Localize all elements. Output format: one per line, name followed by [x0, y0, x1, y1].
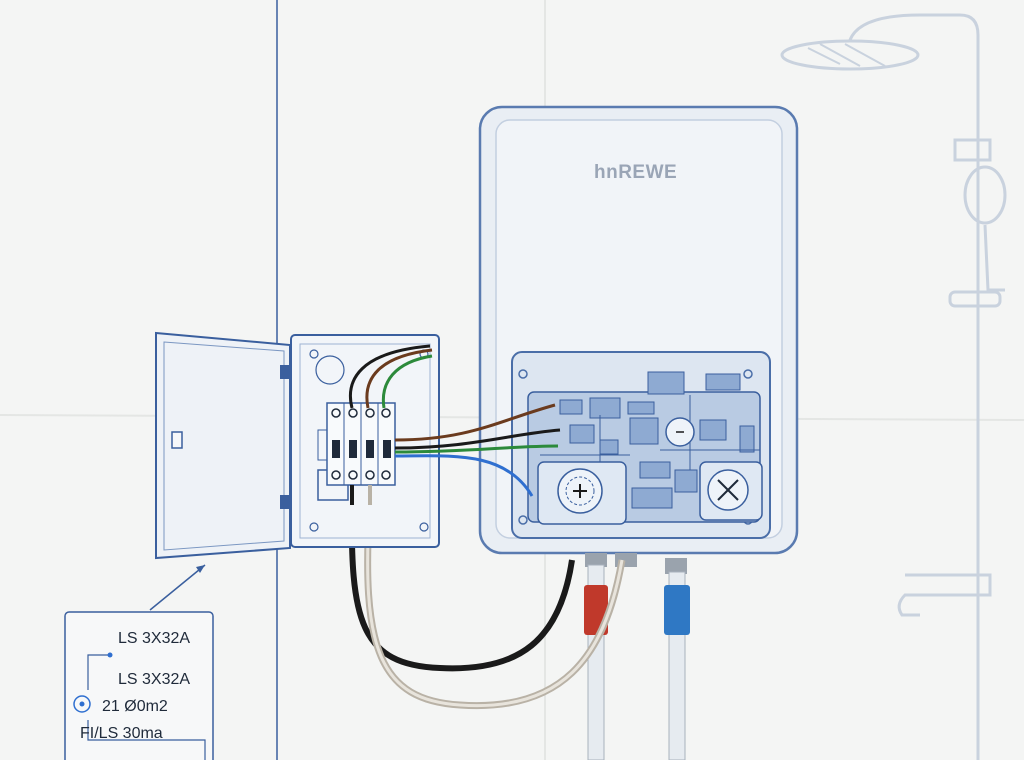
- circuit-breaker-block: [317, 402, 396, 486]
- legend-leader: [149, 564, 206, 611]
- pipe-cold-valve: [664, 585, 690, 635]
- legend-line-2: LS 3X32A: [118, 671, 190, 688]
- legend-box: LS 3X32A LS 3X32A 21 Ø0m2 FI/LS 30ma: [64, 611, 214, 760]
- control-board: [511, 351, 771, 539]
- box-door: [155, 331, 291, 560]
- thermostat-dial-icon: [557, 468, 603, 514]
- shower-icon: [780, 13, 1007, 760]
- pipe-fitting-hot: [585, 553, 607, 567]
- box-cable-exits: [350, 485, 372, 505]
- box-wiring: [348, 344, 433, 409]
- door-latch: [171, 431, 183, 449]
- legend-marker-icon: [73, 695, 91, 713]
- fan-icon: [699, 461, 763, 521]
- legend-line-3: 21 Ø0m2: [102, 698, 168, 715]
- pipe-fitting-cold: [665, 558, 687, 574]
- heater-brand-label: hnREWE: [594, 162, 677, 183]
- supply-cables: [348, 499, 626, 710]
- heater-feed-wires: [394, 403, 561, 497]
- electrical-box: [155, 331, 561, 560]
- legend-line-4: FI/LS 30ma: [80, 725, 163, 742]
- dial-round: [665, 417, 695, 447]
- legend-line-1: LS 3X32A: [118, 630, 190, 647]
- water-heater: hnREWE: [478, 105, 799, 574]
